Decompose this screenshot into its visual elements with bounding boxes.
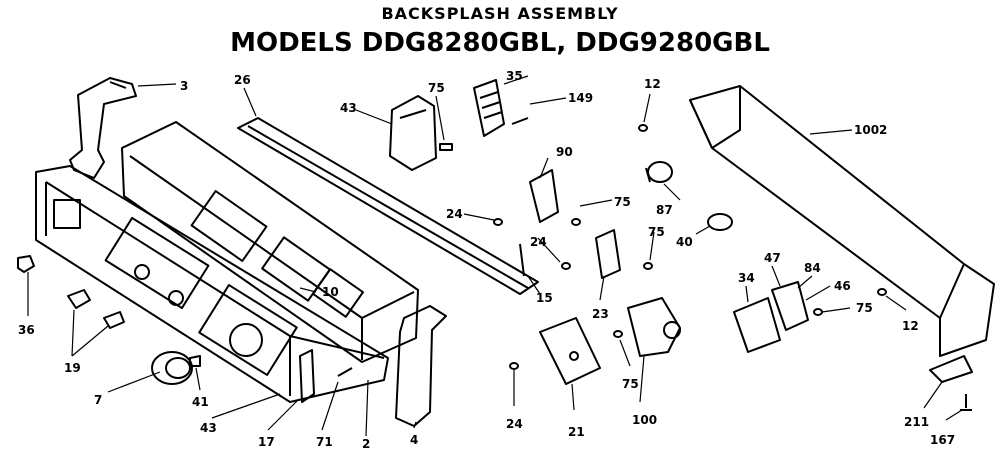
terminal-block-part xyxy=(473,79,505,137)
timer-knob-part xyxy=(151,351,193,385)
small-knob-part xyxy=(17,255,35,273)
label-17: 17 xyxy=(258,435,275,449)
relay-part xyxy=(707,213,733,231)
screw-167-part xyxy=(960,394,972,411)
screw-75-upper-part xyxy=(439,143,453,151)
spring-clip-part xyxy=(189,355,201,367)
leader-lines xyxy=(27,75,963,437)
label-167: 167 xyxy=(930,433,955,447)
screw-149-part xyxy=(511,117,529,125)
label-24-c: 24 xyxy=(506,417,523,431)
label-47: 47 xyxy=(764,251,781,265)
label-36: 36 xyxy=(18,323,35,337)
label-2: 2 xyxy=(362,437,370,451)
trim-strip-part xyxy=(237,117,539,295)
screw-75-c-part xyxy=(643,262,653,270)
label-90: 90 xyxy=(556,145,573,159)
screw-75-e-part xyxy=(613,330,623,338)
label-19: 19 xyxy=(64,361,81,375)
switch-assembly-part xyxy=(733,297,781,353)
label-26: 26 xyxy=(234,73,251,87)
bracket-84-part xyxy=(771,281,809,331)
label-3: 3 xyxy=(180,79,188,93)
backsplash-panel-part xyxy=(121,121,419,363)
end-cap-right-part xyxy=(395,305,447,427)
label-211: 211 xyxy=(904,415,929,429)
label-12-upper: 12 xyxy=(644,77,661,91)
label-1002: 1002 xyxy=(854,123,887,137)
clip-12-upper-part xyxy=(638,124,648,132)
bracket-90-part xyxy=(529,169,559,223)
label-12-lower: 12 xyxy=(902,319,919,333)
label-84: 84 xyxy=(804,261,821,275)
label-149: 149 xyxy=(568,91,593,105)
label-10: 10 xyxy=(322,285,339,299)
label-43-upper: 43 xyxy=(340,101,357,115)
label-75-upper: 75 xyxy=(428,81,445,95)
label-24-b: 24 xyxy=(530,235,547,249)
label-7: 7 xyxy=(94,393,102,407)
label-100: 100 xyxy=(632,413,657,427)
diagram-subtitle: BACKSPLASH ASSEMBLY xyxy=(381,4,619,23)
motor-part xyxy=(645,161,673,183)
screw-15-part xyxy=(519,243,525,277)
label-40: 40 xyxy=(676,235,693,249)
label-34: 34 xyxy=(738,271,755,285)
label-15: 15 xyxy=(536,291,553,305)
screw-24-b-part xyxy=(561,262,571,270)
label-23: 23 xyxy=(592,307,609,321)
switch-part xyxy=(299,349,315,403)
screw-part xyxy=(337,367,353,377)
label-24-a: 24 xyxy=(446,207,463,221)
switch-bracket-part xyxy=(595,229,621,279)
label-35: 35 xyxy=(506,69,523,83)
label-87: 87 xyxy=(656,203,673,217)
control-panel-part xyxy=(35,165,389,403)
timer-part xyxy=(627,297,681,357)
end-cap-left-part xyxy=(69,77,137,179)
mount-211-part xyxy=(929,355,973,383)
label-75-d: 75 xyxy=(856,301,873,315)
label-4: 4 xyxy=(410,433,418,447)
screw-75-b-part xyxy=(571,218,581,226)
rear-housing-part xyxy=(689,85,995,357)
bracket-upper-part xyxy=(389,95,437,171)
screw-75-d-part xyxy=(813,308,823,316)
label-21: 21 xyxy=(568,425,585,439)
label-75-e: 75 xyxy=(622,377,639,391)
label-41: 41 xyxy=(192,395,209,409)
label-75-b: 75 xyxy=(614,195,631,209)
label-71: 71 xyxy=(316,435,333,449)
diagram-title: MODELS DDG8280GBL, DDG9280GBL xyxy=(230,28,770,58)
label-75-c: 75 xyxy=(648,225,665,239)
push-buttons-part xyxy=(67,289,125,329)
label-46: 46 xyxy=(834,279,851,293)
label-43-lower: 43 xyxy=(200,421,217,435)
screw-24-a-part xyxy=(493,218,503,226)
circuit-board-part xyxy=(539,317,601,385)
screw-24-c-part xyxy=(509,362,519,370)
clip-12-lower-part xyxy=(877,288,887,296)
